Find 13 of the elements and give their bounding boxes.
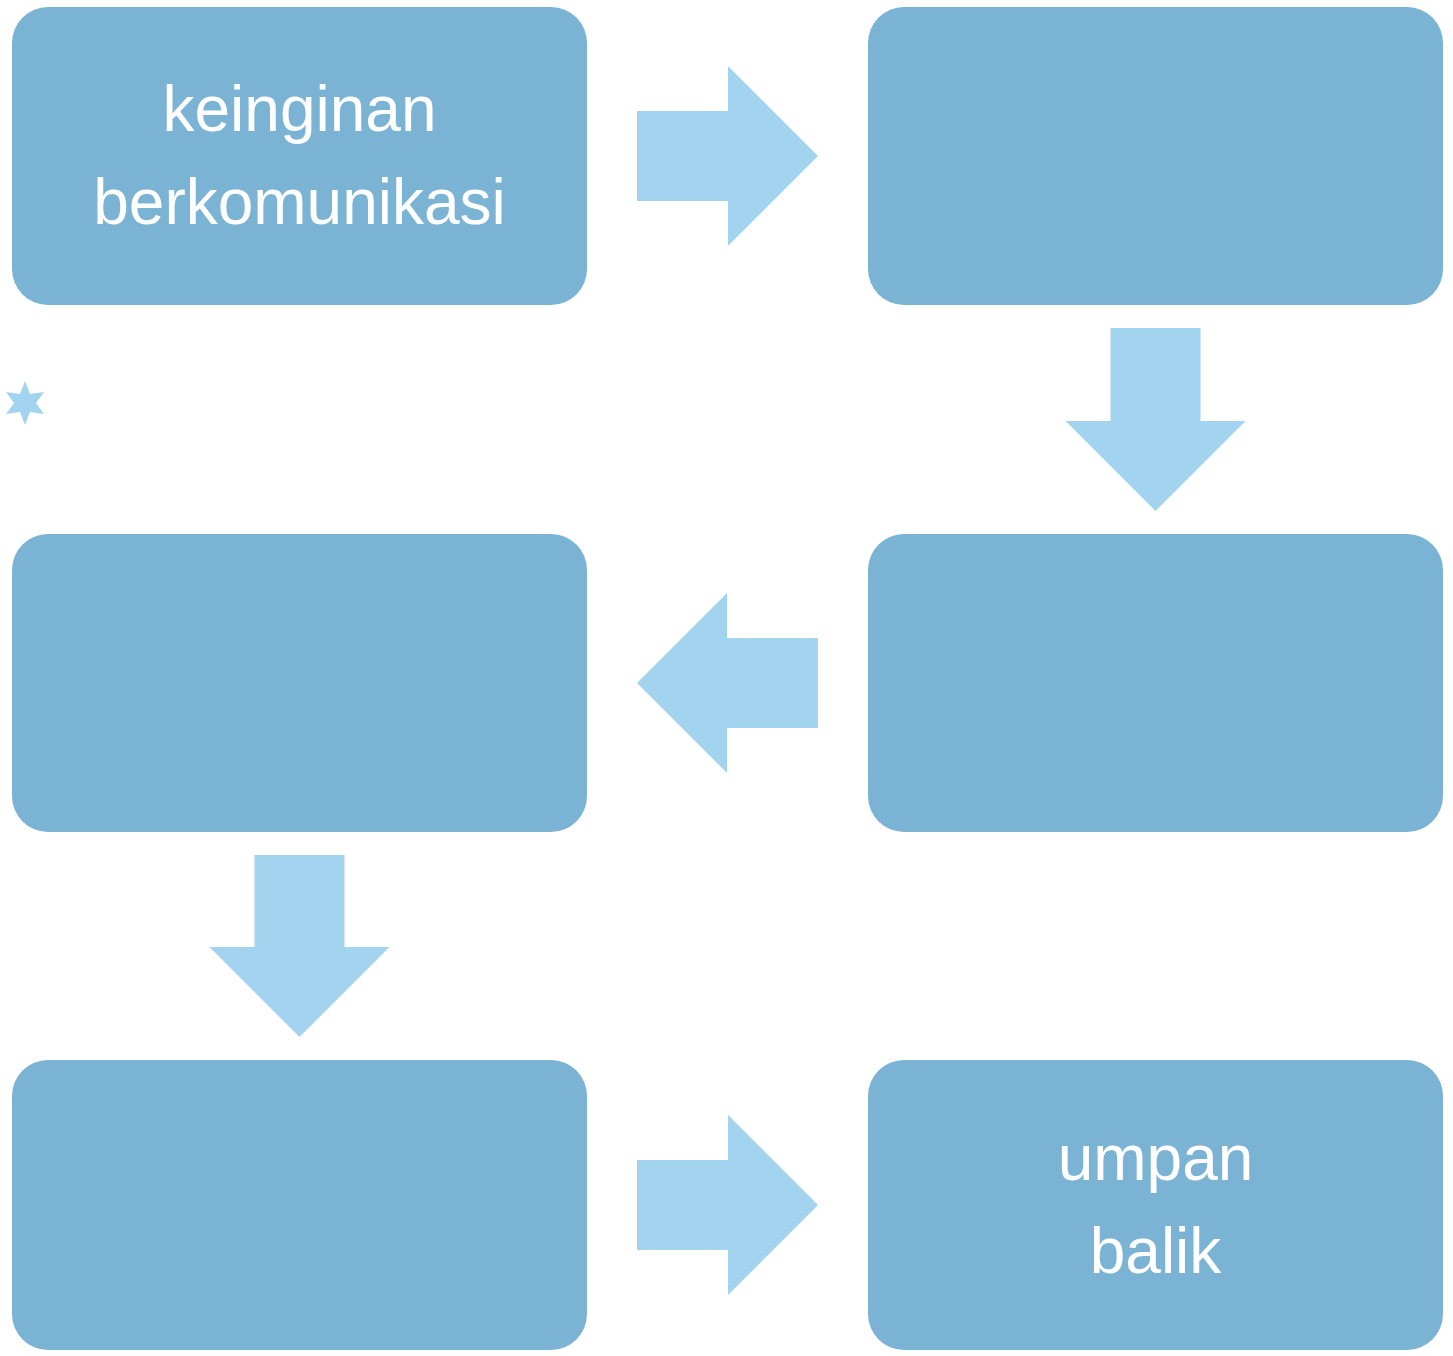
process-box: [12, 7, 587, 305]
block-arrow: [637, 1115, 818, 1295]
process-box: [12, 1060, 587, 1350]
process-box: [868, 534, 1443, 832]
block-arrow: [637, 593, 818, 773]
process-box: [868, 7, 1443, 305]
box-text: umpan balik: [1057, 1121, 1254, 1289]
block-arrow: [1065, 328, 1246, 511]
process-box: [868, 1060, 1443, 1350]
block-arrow: [637, 66, 818, 246]
process-box: [12, 534, 587, 832]
block-arrow: [209, 855, 390, 1037]
box-text: keinginan berkomunikasi: [93, 72, 506, 240]
